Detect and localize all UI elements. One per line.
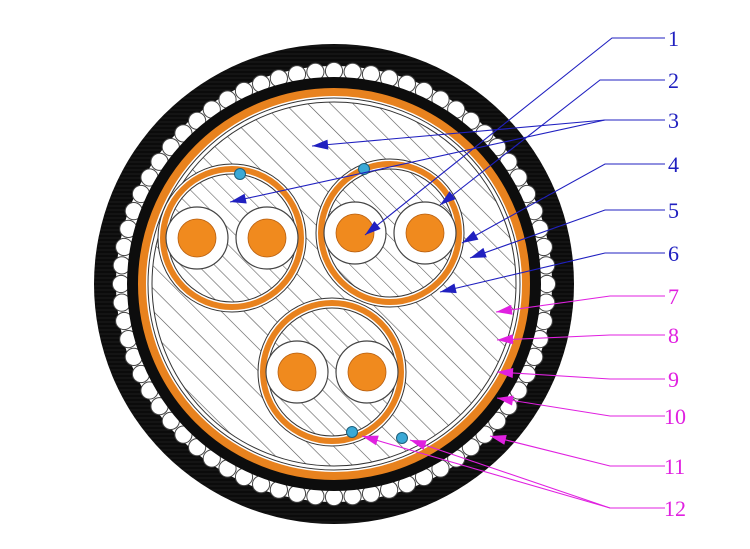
twisted-pair	[315, 158, 465, 308]
drain-wire	[346, 426, 358, 438]
callout-label-8: 8	[668, 323, 679, 348]
pair-copper-screen	[318, 161, 462, 305]
callout-label-4: 4	[668, 152, 679, 177]
pair-copper-screen	[260, 300, 404, 444]
drain-wire	[396, 432, 408, 444]
callout-label-7: 7	[668, 284, 679, 309]
conductor	[177, 218, 217, 258]
overall-copper-tape	[138, 88, 530, 480]
callout-label-10: 10	[664, 404, 686, 429]
pair-copper-screen	[160, 166, 304, 310]
conductor	[277, 352, 317, 392]
twisted-pair	[157, 163, 307, 313]
callout-label-2: 2	[668, 68, 679, 93]
callout-label-5: 5	[668, 198, 679, 223]
conductor	[247, 218, 287, 258]
twisted-pair	[257, 297, 407, 447]
armour-wire-ring	[111, 61, 557, 507]
callout-label-6: 6	[668, 241, 679, 266]
conductor	[405, 213, 445, 253]
conductor	[347, 352, 387, 392]
drain-wire	[234, 168, 246, 180]
leader-lines	[229, 37, 665, 509]
callout-label-9: 9	[668, 367, 679, 392]
callout-label-1: 1	[668, 26, 679, 51]
callout-label-12: 12	[664, 496, 686, 521]
callout-label-3: 3	[668, 108, 679, 133]
conductor	[335, 213, 375, 253]
callout-label-11: 11	[664, 454, 685, 479]
